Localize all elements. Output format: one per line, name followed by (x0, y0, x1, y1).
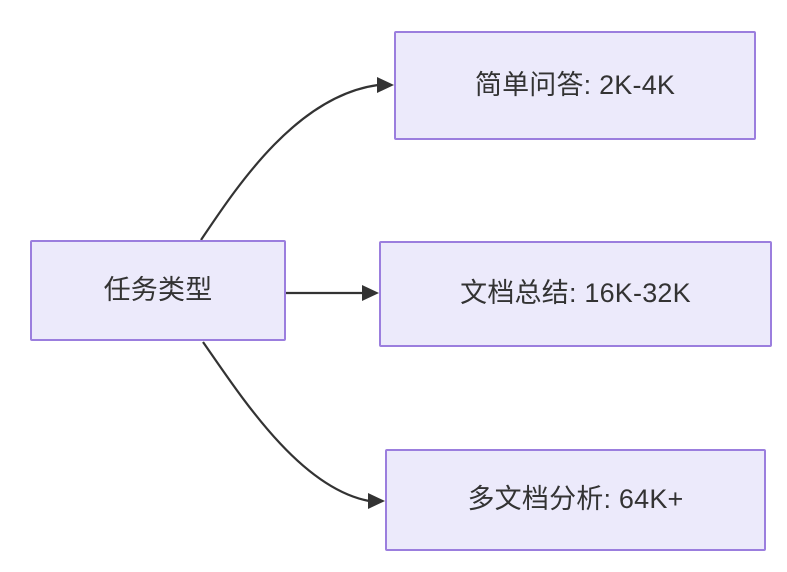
edge-root-to-simple-qa (200, 77, 394, 241)
node-task-type-label: 任务类型 (103, 274, 213, 305)
node-simple-qa-label: 简单问答: 2K-4K (474, 69, 676, 100)
node-task-type[interactable]: 任务类型 (30, 240, 286, 341)
arrowhead-icon (377, 77, 394, 93)
node-doc-summary[interactable]: 文档总结: 16K-32K (379, 241, 772, 347)
node-multi-doc-analysis[interactable]: 多文档分析: 64K+ (385, 449, 766, 551)
arrowhead-icon (362, 285, 379, 301)
edge-root-to-doc-summary (286, 285, 379, 301)
node-doc-summary-label: 文档总结: 16K-32K (460, 278, 691, 309)
node-simple-qa[interactable]: 简单问答: 2K-4K (394, 31, 756, 140)
edge-root-to-multi-doc (202, 341, 385, 509)
arrowhead-icon (368, 493, 385, 509)
node-multi-doc-analysis-label: 多文档分析: 64K+ (467, 484, 684, 515)
